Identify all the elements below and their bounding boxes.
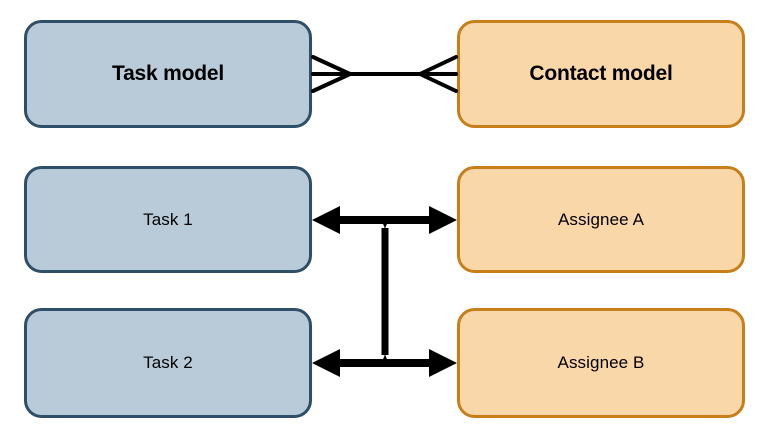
arrowhead-left-row2 — [312, 206, 340, 234]
connector-instance-join-line[interactable] — [369, 216, 401, 367]
node-shape-task-model[interactable] — [24, 20, 312, 128]
connector-model-relationship[interactable] — [311, 55, 458, 93]
connector-task1-assignee-a-link[interactable] — [312, 206, 457, 234]
arrowhead-left-row3 — [312, 349, 340, 377]
arrowhead-right-row2 — [429, 206, 457, 234]
crows-foot-marker-left — [311, 55, 352, 93]
crows-foot-marker-right — [418, 55, 458, 93]
node-shape-assignee-a[interactable] — [457, 166, 745, 273]
connector-task2-assignee-b-link[interactable] — [312, 349, 457, 377]
arrowhead-right-row3 — [429, 349, 457, 377]
node-shape-task-2[interactable] — [24, 308, 312, 418]
node-shape-contact-model[interactable] — [457, 20, 745, 128]
node-shape-task-1[interactable] — [24, 166, 312, 273]
node-shape-assignee-b[interactable] — [457, 308, 745, 418]
